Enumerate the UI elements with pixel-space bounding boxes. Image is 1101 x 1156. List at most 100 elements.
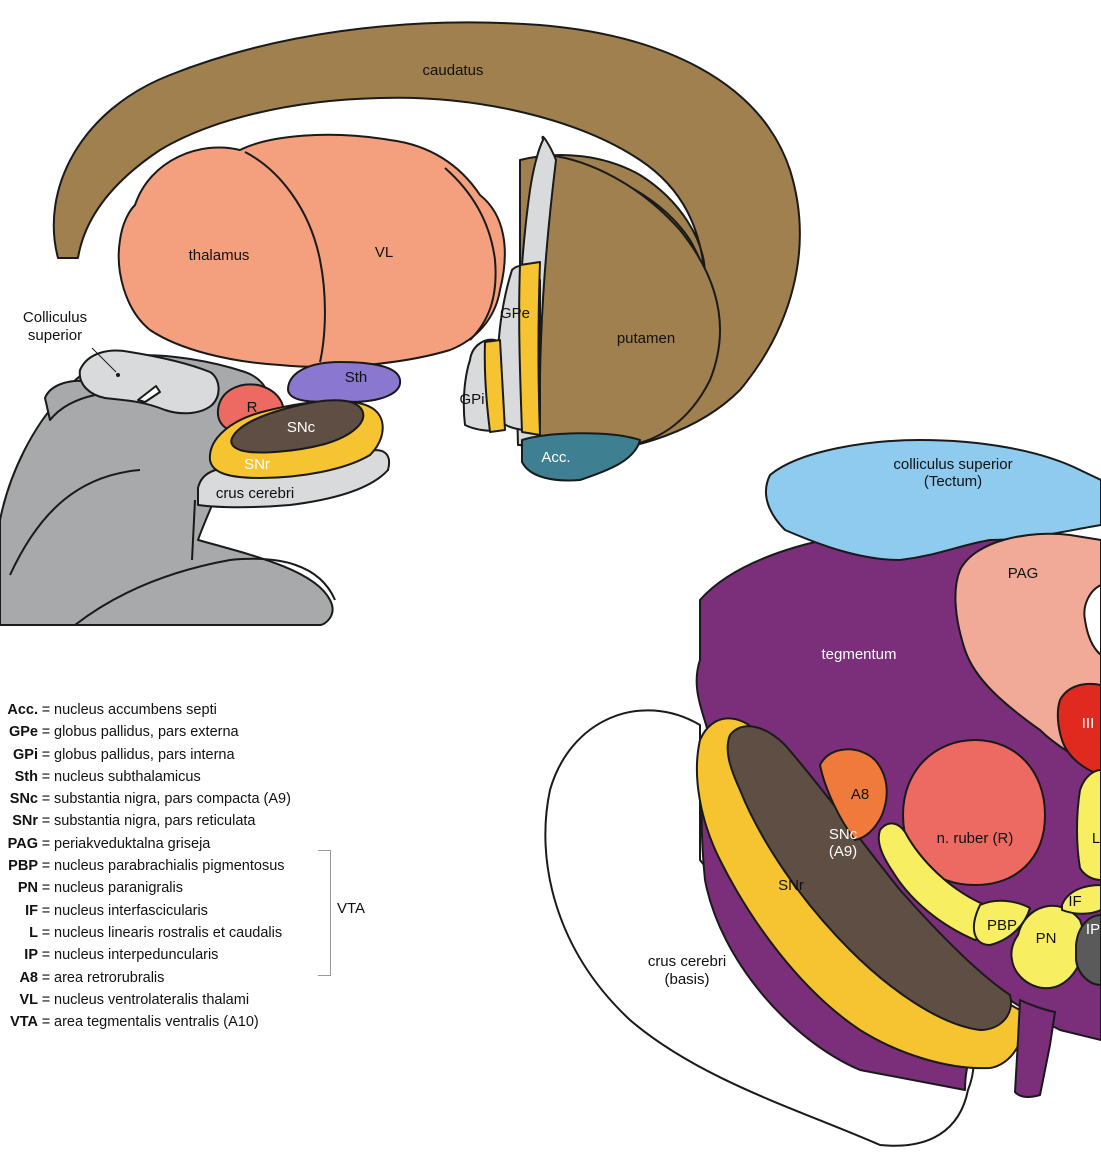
tegmentum-label: tegmentum [821, 646, 896, 663]
legend-row: VL=nucleus ventrolateralis thalami [0, 989, 330, 1011]
legend-abbreviation: GPe [0, 721, 38, 743]
pag-label: PAG [1008, 565, 1039, 582]
snr-label: SNr [244, 456, 270, 473]
if-label: IF [1068, 893, 1081, 910]
colliculus-dot [116, 373, 120, 377]
legend-equals: = [38, 766, 54, 788]
l-label: L [1092, 830, 1100, 847]
legend-row: VTA=area tegmentalis ventralis (A10) [0, 1011, 330, 1033]
gpe-yellow-band [519, 262, 540, 435]
legend-row: PBP=nucleus parabrachialis pigmentosus [0, 855, 330, 877]
legend-description: nucleus paranigralis [54, 880, 183, 896]
gpi-label: GPi [459, 391, 484, 408]
snc-cross-label-line2: (A9) [829, 843, 857, 860]
legend-description: substantia nigra, pars compacta (A9) [54, 791, 291, 807]
ip-label: IP [1086, 921, 1100, 938]
a8-label: A8 [851, 786, 869, 803]
legend-description: nucleus interpeduncularis [54, 947, 218, 963]
crus-basis-label-line2: (basis) [664, 971, 709, 988]
legend-description: nucleus linearis rostralis et caudalis [54, 925, 282, 941]
legend-description: substantia nigra, pars reticulata [54, 813, 256, 829]
legend-equals: = [38, 900, 54, 922]
snc-label: SNc [287, 419, 316, 436]
legend-abbreviation: GPi [0, 744, 38, 766]
legend-description: area retrorubralis [54, 970, 164, 986]
legend-equals: = [38, 855, 54, 877]
legend-row: Sth=nucleus subthalamicus [0, 766, 330, 788]
caudatus-label: caudatus [423, 62, 484, 79]
legend-abbreviation: IF [0, 900, 38, 922]
sagittal-view: caudatus thalamus VL Colliculus superior… [0, 22, 800, 625]
vta-bracket [318, 850, 331, 976]
crus-cerebri-label: crus cerebri [216, 485, 294, 502]
legend-description: globus pallidus, pars externa [54, 724, 239, 740]
legend-row: GPi=globus pallidus, pars interna [0, 744, 330, 766]
legend-abbreviation: PN [0, 877, 38, 899]
tectum-label-line2: (Tectum) [924, 473, 982, 490]
legend-row: PN=nucleus paranigralis [0, 877, 330, 899]
midline-stem [1015, 1000, 1055, 1097]
r-label: R [247, 399, 258, 416]
crus-basis-label-line1: crus cerebri [648, 953, 726, 970]
l-region [1077, 770, 1101, 880]
red-nucleus-label: n. ruber (R) [937, 830, 1014, 847]
legend-abbreviation: VTA [0, 1011, 38, 1033]
legend-abbreviation: PAG [0, 833, 38, 855]
putamen-label: putamen [617, 330, 675, 347]
acc-label: Acc. [541, 449, 570, 466]
legend-equals: = [38, 967, 54, 989]
legend-row: IF=nucleus interfascicularis [0, 900, 330, 922]
pbp-label: PBP [987, 917, 1017, 934]
legend-abbreviation: PBP [0, 855, 38, 877]
legend-description: area tegmentalis ventralis (A10) [54, 1014, 259, 1030]
legend-abbreviation: SNc [0, 788, 38, 810]
accumbens-region [522, 433, 640, 480]
snc-cross-label-line1: SNc [829, 826, 858, 843]
snr-cross-label: SNr [778, 877, 804, 894]
legend-row: Acc.=nucleus accumbens septi [0, 699, 330, 721]
legend-abbreviation: A8 [0, 967, 38, 989]
legend-row: IP=nucleus interpeduncularis [0, 944, 330, 966]
legend-abbreviation: L [0, 922, 38, 944]
legend-row: SNc=substantia nigra, pars compacta (A9) [0, 788, 330, 810]
legend-description: periakveduktalna griseja [54, 836, 210, 852]
legend-equals: = [38, 699, 54, 721]
legend-equals: = [38, 1011, 54, 1033]
vl-label: VL [375, 244, 393, 261]
cross-section-view: colliculus superior (Tectum) PAG tegment… [545, 440, 1101, 1146]
legend-row: L=nucleus linearis rostralis et caudalis [0, 922, 330, 944]
tectum-label-line1: colliculus superior [893, 456, 1012, 473]
iii-label: III [1082, 715, 1095, 732]
legend-description: nucleus accumbens septi [54, 702, 217, 718]
legend-equals: = [38, 744, 54, 766]
legend-abbreviation: Sth [0, 766, 38, 788]
legend-equals: = [38, 810, 54, 832]
legend-description: nucleus ventrolateralis thalami [54, 992, 249, 1008]
colliculus-label-line1: Colliculus [23, 309, 87, 326]
legend-equals: = [38, 922, 54, 944]
legend-row: A8=area retrorubralis [0, 967, 330, 989]
legend-row: PAG=periakveduktalna griseja [0, 833, 330, 855]
legend-row: SNr=substantia nigra, pars reticulata [0, 810, 330, 832]
legend-abbreviation: Acc. [0, 699, 38, 721]
legend-description: nucleus subthalamicus [54, 769, 201, 785]
legend-equals: = [38, 721, 54, 743]
legend-abbreviation: VL [0, 989, 38, 1011]
legend-equals: = [38, 833, 54, 855]
legend-equals: = [38, 989, 54, 1011]
gpe-label: GPe [500, 305, 530, 322]
legend-row: GPe=globus pallidus, pars externa [0, 721, 330, 743]
legend-equals: = [38, 877, 54, 899]
pn-label: PN [1036, 930, 1057, 947]
legend-description: nucleus parabrachialis pigmentosus [54, 858, 285, 874]
vta-group-label: VTA [337, 900, 365, 917]
thalamus-label: thalamus [189, 247, 250, 264]
legend-equals: = [38, 788, 54, 810]
legend-abbreviation: IP [0, 944, 38, 966]
legend-abbreviation: SNr [0, 810, 38, 832]
sth-label: Sth [345, 369, 368, 386]
legend-description: globus pallidus, pars interna [54, 747, 235, 763]
legend-description: nucleus interfascicularis [54, 903, 208, 919]
colliculus-label-line2: superior [28, 327, 82, 344]
